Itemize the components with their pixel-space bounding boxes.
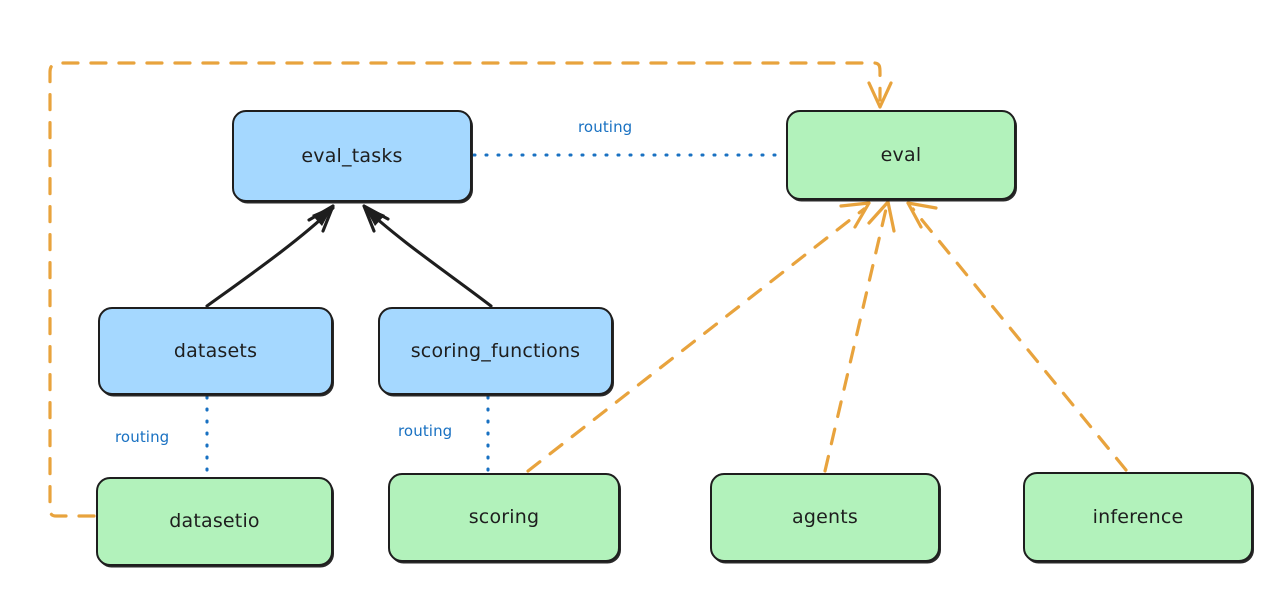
node-label-eval-tasks: eval_tasks <box>301 144 403 167</box>
edge-label-routing-datasets-datasetio: routing <box>115 428 170 446</box>
edge-label-routing-eval-tasks-eval: routing <box>578 118 633 136</box>
node-scoring[interactable]: scoring <box>388 473 620 562</box>
node-agents[interactable]: agents <box>710 473 940 562</box>
edge-agents-to-eval <box>823 200 896 473</box>
node-label-datasetio: datasetio <box>169 510 260 533</box>
edge-datasets-to-eval-tasks <box>205 204 335 308</box>
node-datasets[interactable]: datasets <box>98 307 333 395</box>
node-label-inference: inference <box>1092 505 1184 528</box>
node-datasetio[interactable]: datasetio <box>96 477 333 566</box>
node-label-scoring-functions: scoring_functions <box>410 339 581 362</box>
node-label-eval: eval <box>880 143 922 166</box>
node-label-scoring: scoring <box>468 506 540 529</box>
node-scoring-functions[interactable]: scoring_functions <box>378 307 613 395</box>
node-inference[interactable]: inference <box>1023 472 1253 562</box>
edge-inference-to-eval <box>906 201 1128 472</box>
node-label-agents: agents <box>792 506 858 529</box>
edge-label-routing-scoring-functions-scoring: routing <box>398 422 453 440</box>
edge-scoring-functions-to-eval-tasks <box>362 204 493 308</box>
node-eval[interactable]: eval <box>786 110 1016 200</box>
node-eval-tasks[interactable]: eval_tasks <box>232 110 472 202</box>
node-label-datasets: datasets <box>173 339 258 362</box>
